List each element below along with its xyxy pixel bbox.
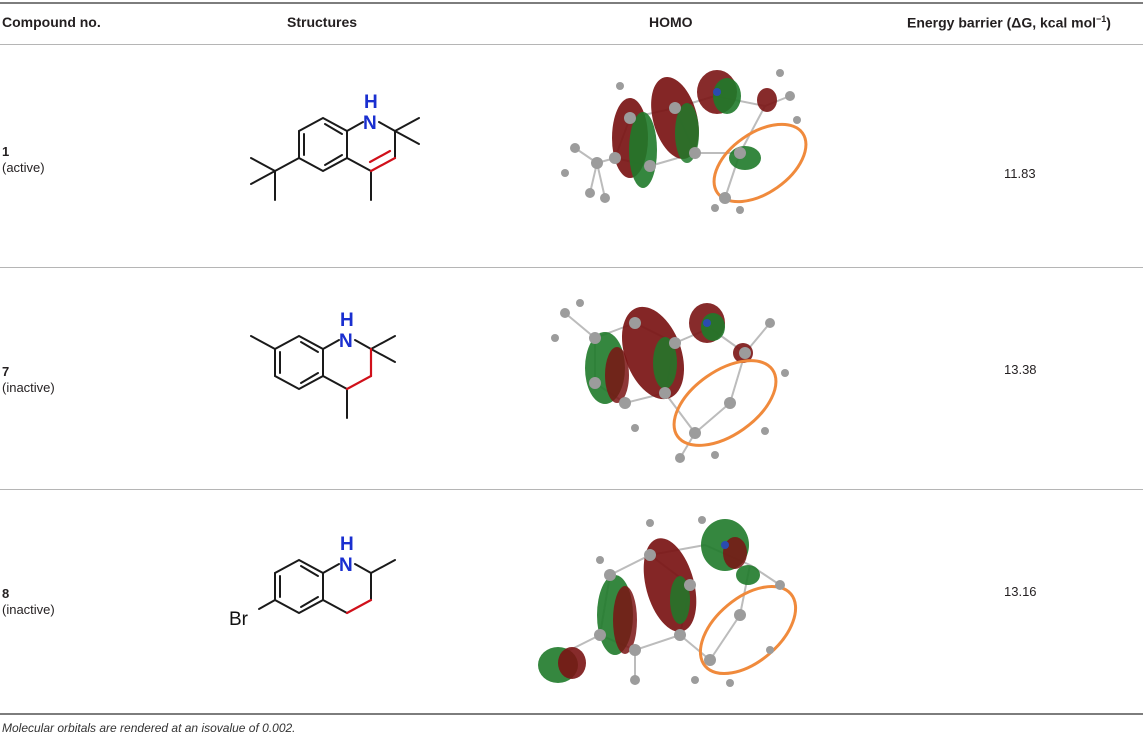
compound-status: (active)	[2, 160, 45, 175]
bottom-rule	[0, 713, 1143, 715]
compound-cell-row-8: 8 (inactive)	[2, 586, 55, 618]
table-footnote: Molecular orbitals are rendered at an is…	[2, 721, 296, 735]
nitrogen-label: N	[363, 113, 377, 134]
nitrogen-label: N	[339, 331, 353, 352]
top-rule	[0, 2, 1143, 4]
header-structures: Structures	[287, 14, 358, 30]
header-energy-sup: −1	[1096, 14, 1107, 24]
energy-value-row-1: 11.83	[1004, 166, 1036, 181]
energy-value-row-8: 13.16	[1004, 584, 1037, 599]
header-energy-barrier: Energy barrier (ΔG, kcal mol−1)	[907, 14, 1111, 31]
nitrogen-label: N	[339, 555, 353, 576]
header-compound-no: Compound no.	[2, 14, 101, 30]
compound-status: (inactive)	[2, 380, 55, 395]
homo-orbital-compound-1	[561, 69, 808, 214]
header-homo: HOMO	[649, 14, 693, 30]
compound-status: (inactive)	[2, 602, 55, 617]
structure-compound-8: N H Br	[229, 534, 396, 630]
homo-orbital-compound-7	[551, 299, 789, 463]
structure-compound-7: N H	[250, 310, 396, 419]
hydrogen-label: H	[364, 92, 378, 113]
hydrogen-label: H	[340, 310, 354, 331]
header-energy-text: Energy barrier (ΔG, kcal mol	[907, 14, 1097, 31]
header-energy-close: )	[1106, 14, 1111, 31]
compound-number: 7	[2, 364, 10, 379]
compound-number: 8	[2, 586, 10, 601]
homo-orbital-compound-8	[538, 516, 798, 687]
compound-cell-row-7: 7 (inactive)	[2, 364, 55, 396]
compound-cell-row-1: 1 (active)	[2, 144, 45, 176]
hydrogen-label: H	[340, 534, 354, 555]
compound-number: 1	[2, 144, 10, 159]
row-divider-1	[0, 267, 1143, 268]
row-divider-2	[0, 489, 1143, 490]
energy-value-row-7: 13.38	[1004, 362, 1037, 377]
header-rule	[0, 44, 1143, 45]
bromine-label: Br	[229, 609, 249, 630]
structure-compound-1: N H	[250, 92, 420, 201]
